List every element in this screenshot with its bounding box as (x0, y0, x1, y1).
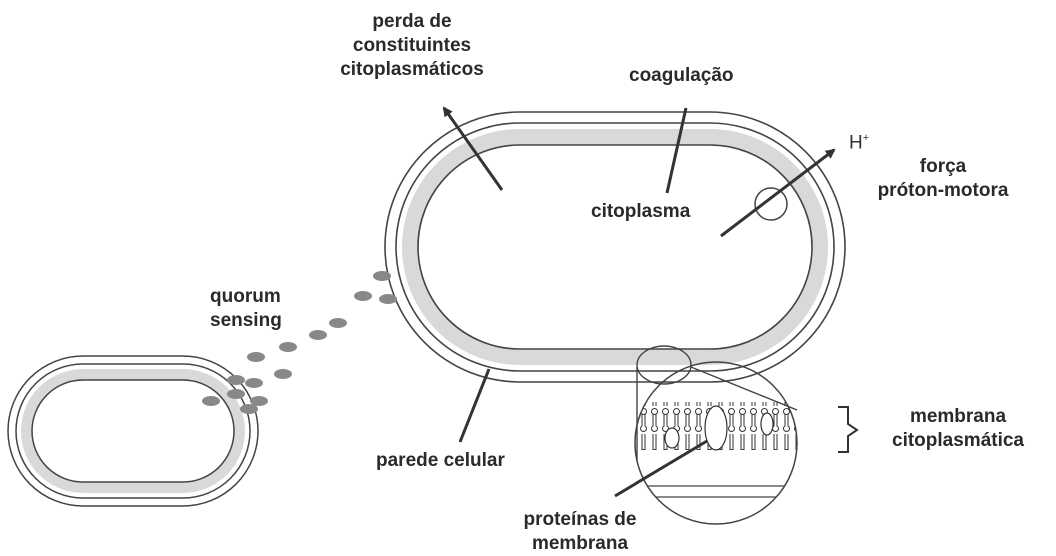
cytoplasm-area (418, 145, 812, 349)
pmf-label-line-1: força (858, 155, 1028, 179)
proton-charge: + (863, 132, 869, 144)
membrane-bracket (838, 407, 857, 452)
loss-label-line-3: citoplasmáticos (322, 58, 502, 82)
membrane-label: membrana citoplasmática (868, 405, 1048, 453)
signal-molecule (309, 330, 327, 340)
signal-molecule (354, 291, 372, 301)
quorum-label-line-2: sensing (210, 309, 282, 333)
large-bacterium (385, 112, 845, 382)
signal-molecule (227, 389, 245, 399)
membrane-label-line-2: citoplasmática (868, 429, 1048, 453)
pmf-label: força próton-motora (858, 155, 1028, 203)
cell-wall-label: parede celular (376, 449, 505, 473)
membrane-protein (705, 406, 727, 450)
signal-molecule (373, 271, 391, 281)
membrane-protein (761, 413, 773, 435)
signal-molecule (274, 369, 292, 379)
coagulation-label: coagulação (629, 64, 734, 88)
loss-label-line-1: perda de (322, 10, 502, 34)
membrane-protein (665, 428, 679, 448)
proton-symbol: H (849, 132, 863, 153)
cell-wall-pointer (460, 369, 489, 442)
proton-label: H+ (849, 132, 869, 154)
signal-molecule (245, 378, 263, 388)
membrane-label-line-1: membrana (868, 405, 1048, 429)
proteins-label-line-2: membrana (500, 532, 660, 556)
signal-molecule (240, 404, 258, 414)
loss-label: perda de constituintes citoplasmáticos (322, 10, 502, 82)
proteins-label-line-1: proteínas de (500, 508, 660, 532)
signal-molecule (227, 375, 245, 385)
loss-label-line-2: constituintes (322, 34, 502, 58)
proteins-label: proteínas de membrana (500, 508, 660, 556)
signal-molecule (202, 396, 220, 406)
quorum-label-line-1: quorum (210, 285, 282, 309)
signal-molecule (329, 318, 347, 328)
signal-molecule (247, 352, 265, 362)
signal-molecule (379, 294, 397, 304)
small-cytoplasm (32, 380, 234, 482)
signal-molecule (279, 342, 297, 352)
pmf-label-line-2: próton-motora (858, 179, 1028, 203)
quorum-label: quorum sensing (210, 285, 282, 333)
cytoplasm-label: citoplasma (591, 200, 690, 224)
small-bacterium (8, 356, 258, 506)
